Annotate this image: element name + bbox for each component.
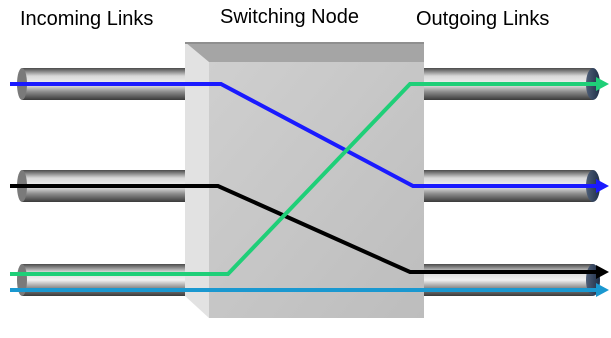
link-path-blue (10, 82, 609, 193)
link-path-cyan (10, 283, 609, 297)
switching-node-label: Switching Node (220, 6, 359, 28)
outgoing-links-label: Outgoing Links (416, 8, 550, 30)
link-path-green (10, 77, 609, 276)
link-path-black (10, 184, 609, 279)
incoming-links-label: Incoming Links (20, 8, 154, 30)
